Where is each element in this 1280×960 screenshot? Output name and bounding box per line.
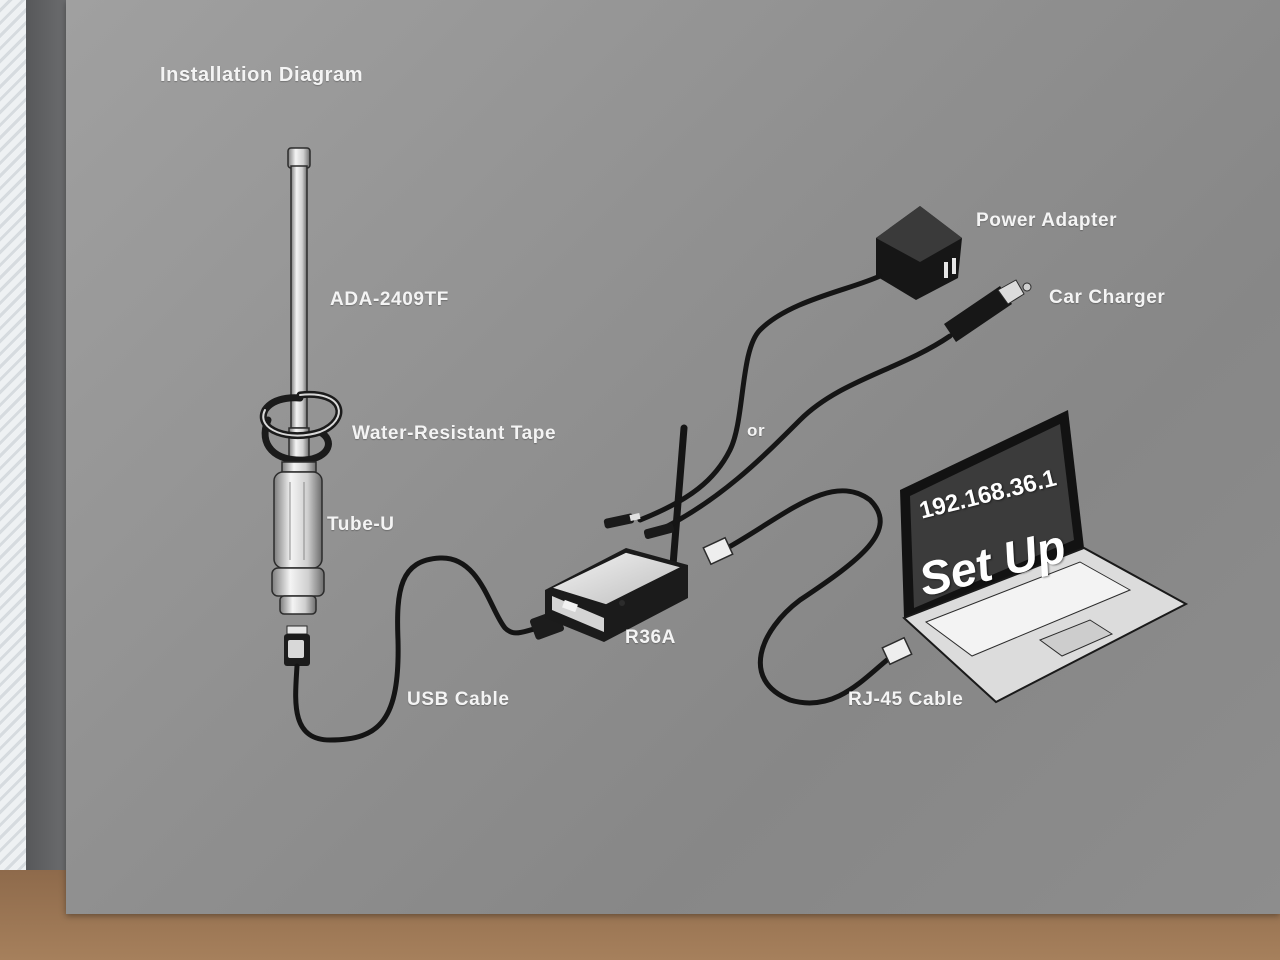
antenna-label: ADA-2409TF xyxy=(330,289,449,310)
router-label: R36A xyxy=(625,627,676,648)
tube-u-icon xyxy=(271,461,325,666)
rj45-cable-label: RJ-45 Cable xyxy=(848,689,964,710)
router-icon xyxy=(545,548,688,642)
laptop-icon xyxy=(900,410,1189,704)
or-label: or xyxy=(747,421,766,440)
power-adapter-label: Power Adapter xyxy=(976,210,1118,231)
tape-label: Water-Resistant Tape xyxy=(352,423,557,444)
car-charger-icon xyxy=(643,279,1032,540)
usb-cable-label: USB Cable xyxy=(407,689,510,710)
usb-cable xyxy=(293,555,543,743)
box-inner-wall xyxy=(26,0,70,870)
car-charger-label: Car Charger xyxy=(1049,287,1166,308)
tube-label: Tube-U xyxy=(327,514,395,535)
power-adapter-icon xyxy=(603,206,962,529)
tape-coil-icon xyxy=(259,390,343,464)
diagram-title: Installation Diagram xyxy=(160,64,364,86)
rj45-cable xyxy=(702,488,913,706)
instruction-card xyxy=(66,0,1280,914)
antenna-icon xyxy=(287,147,311,465)
